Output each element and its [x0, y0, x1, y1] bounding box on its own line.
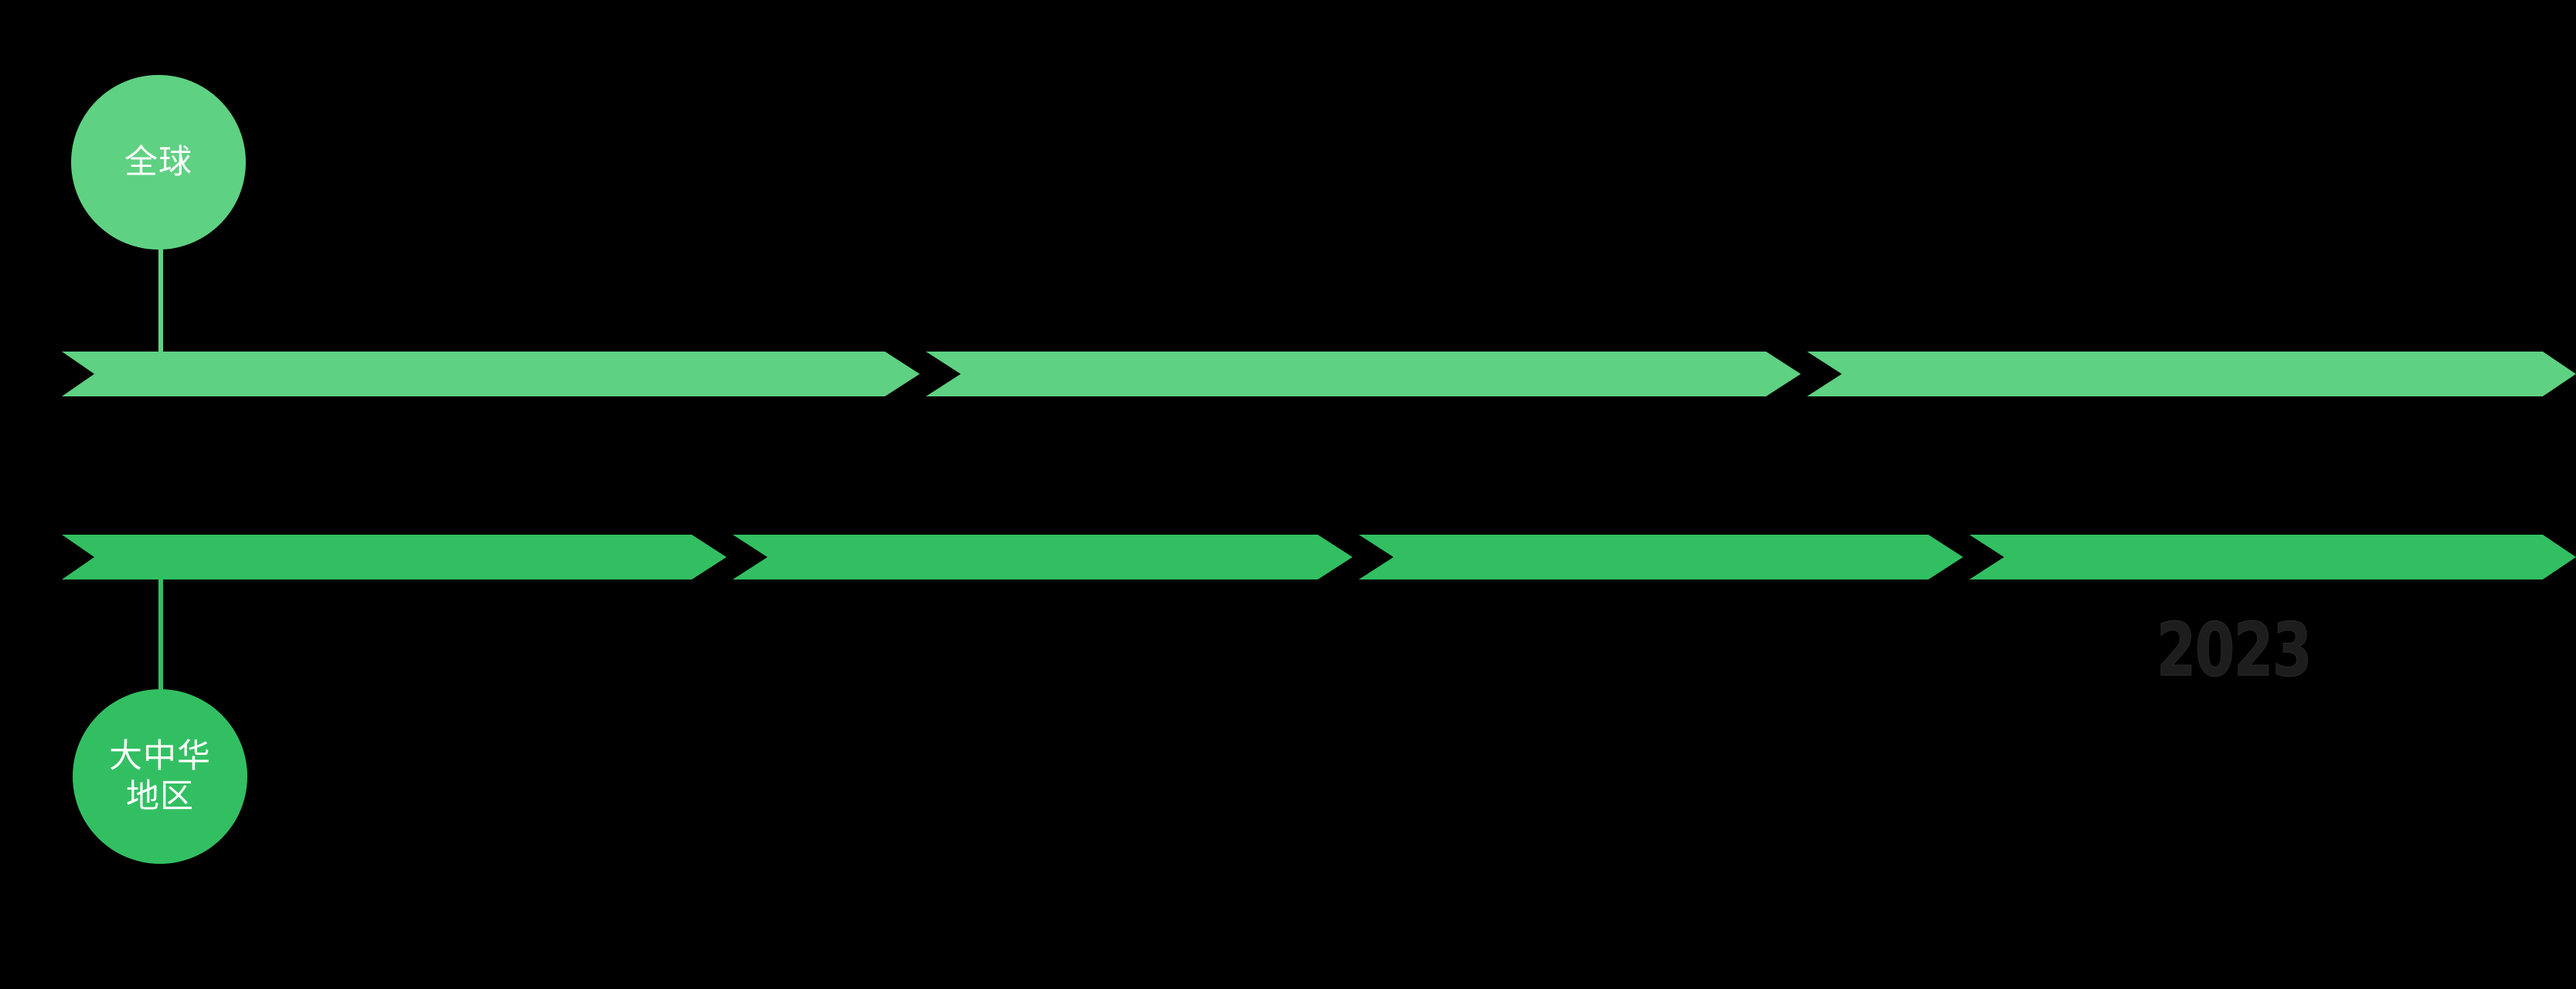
node-greater-china-label: 大中华 地区: [109, 737, 211, 815]
year-watermark: 2023: [2156, 608, 2312, 693]
track-greater-china-segment-4[interactable]: [1969, 535, 2576, 579]
track-greater-china-segment-3[interactable]: [1359, 535, 1963, 579]
track-global-segment-3[interactable]: [1807, 352, 2576, 396]
track-greater-china: [62, 535, 2576, 579]
track-greater-china-segment-2[interactable]: [733, 535, 1353, 579]
track-global-segment-2[interactable]: [926, 352, 1801, 396]
node-greater-china[interactable]: 大中华 地区: [73, 689, 247, 864]
track-global-segment-1[interactable]: [62, 352, 920, 396]
track-greater-china-segment-1[interactable]: [62, 535, 727, 579]
node-global-label: 全球: [124, 143, 192, 181]
node-global[interactable]: 全球: [71, 75, 246, 250]
track-global: [62, 352, 2576, 396]
